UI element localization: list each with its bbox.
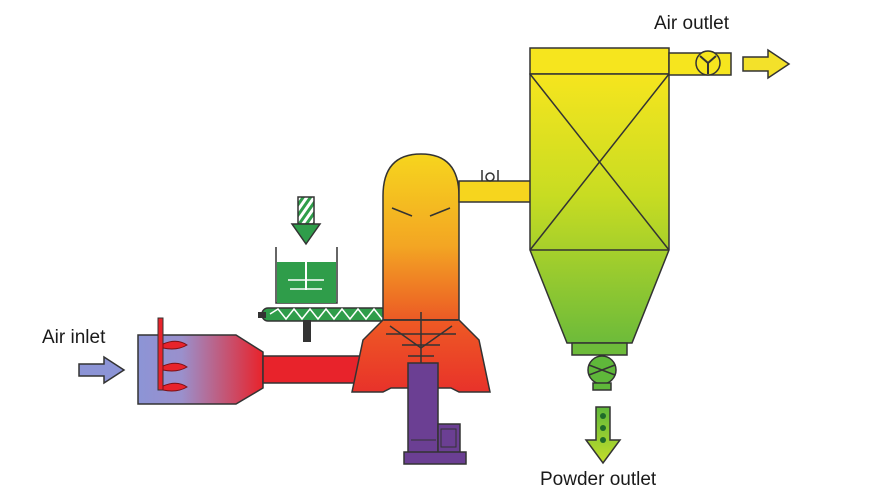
- exhaust-fan-icon: [668, 50, 732, 76]
- rotary-valve-icon: [587, 355, 617, 391]
- air-inlet-arrow-icon: [78, 355, 126, 385]
- air-outlet-arrow-icon: [742, 48, 791, 80]
- feed-hopper: [275, 247, 338, 304]
- powder-outlet-arrow-icon: [584, 406, 622, 465]
- feed-arrow-icon: [290, 196, 322, 246]
- drive-motor: [403, 362, 467, 465]
- outlet-duct: [458, 170, 533, 203]
- bag-filter: [529, 47, 670, 356]
- drying-chamber: [351, 153, 491, 393]
- air-inlet-label: Air inlet: [42, 327, 106, 348]
- air-outlet-label: Air outlet: [654, 13, 729, 34]
- burner-flames: [162, 340, 188, 392]
- powder-outlet-label: Powder outlet: [540, 469, 657, 490]
- air-heater: [137, 317, 367, 405]
